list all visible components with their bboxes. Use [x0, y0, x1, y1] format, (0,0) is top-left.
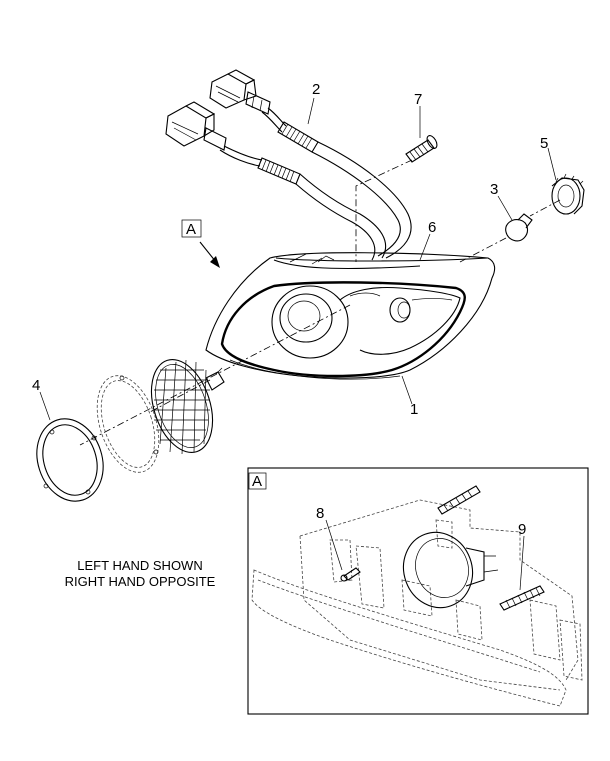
- adjuster-screw-top: [437, 485, 481, 515]
- detail-view-a: A: [247, 467, 589, 715]
- callout-8: 8: [316, 505, 324, 522]
- callout-5: 5: [540, 135, 548, 152]
- headlamp-housing: [205, 252, 496, 380]
- callout-9: 9: [518, 521, 526, 538]
- trim-ring-part-4: [36, 418, 104, 502]
- callout-leaders: [39, 97, 557, 421]
- mounting-bracket: [299, 499, 583, 691]
- low-beam-opening: [271, 285, 349, 359]
- callout-7: 7: [414, 91, 422, 108]
- callout-1: 1: [410, 401, 418, 418]
- retaining-ring: [96, 375, 160, 473]
- note-line-2: RIGHT HAND OPPOSITE: [65, 574, 216, 589]
- harness-connector-upper: [209, 69, 271, 115]
- wiring-harness: [165, 69, 412, 261]
- bulb-part-3: [505, 213, 533, 242]
- screw-part-7: [405, 135, 438, 163]
- park-lamp-section: [339, 287, 461, 355]
- callout-4: 4: [32, 377, 40, 394]
- screw-part-8: [340, 567, 361, 582]
- assembly-center-lines: [79, 159, 561, 446]
- corrugated-sleeve-lower: [257, 157, 301, 185]
- harness-connector-lower: [165, 101, 227, 151]
- view-marker-a: A: [181, 219, 220, 268]
- callout-2: 2: [312, 81, 320, 98]
- sealed-beam-lamp: [150, 358, 225, 455]
- detail-sealed-beam: [402, 531, 499, 609]
- socket-part-5: [551, 173, 585, 215]
- corrugated-sleeve-upper: [277, 121, 319, 153]
- view-marker-text: A: [186, 221, 196, 238]
- callout-3: 3: [490, 181, 498, 198]
- adjuster-spring-part-9: [499, 585, 545, 611]
- detail-label-a: A: [252, 473, 262, 490]
- note-line-1: LEFT HAND SHOWN: [77, 558, 202, 573]
- callout-6: 6: [428, 219, 436, 236]
